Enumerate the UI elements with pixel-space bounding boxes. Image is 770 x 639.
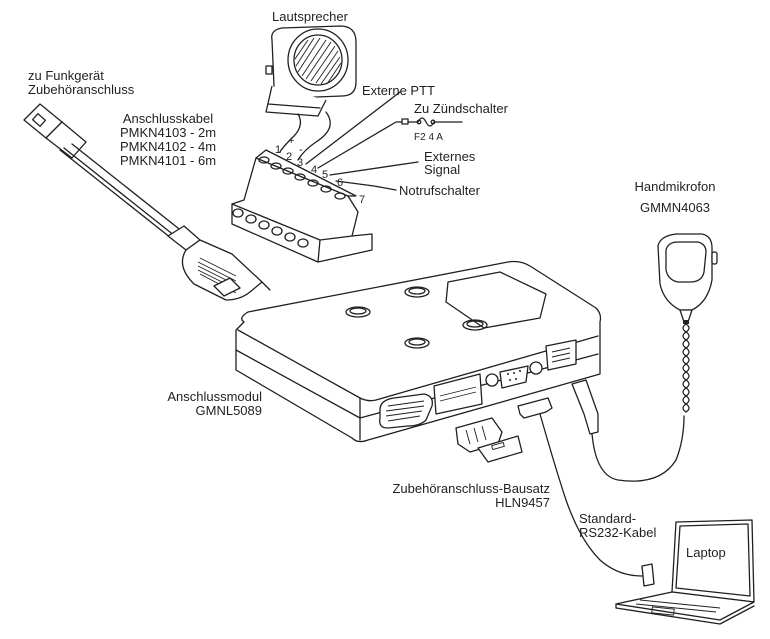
speaker-wire-minus: [297, 111, 331, 161]
accessory-kit-name-label: Zubehöranschluss-Bausatz: [392, 481, 550, 496]
microphone-part-label: GMMN4063: [639, 200, 711, 215]
laptop-illustration: [615, 519, 755, 625]
pin-minus-label: -: [299, 144, 303, 156]
external-ptt-label: Externe PTT: [362, 83, 435, 98]
microphone-name-label: Handmikrofon: [634, 179, 716, 194]
cable-variant-2m: PMKN4103 - 2m: [119, 125, 217, 140]
terminal-block-illustration: [231, 149, 373, 263]
mic-plug: [571, 379, 599, 435]
radio-target-label-line1: zu Funkgerät: [28, 68, 104, 83]
pin-3-label: 3: [297, 157, 304, 169]
rs232-plug: [517, 397, 553, 419]
radio-target-label-line2: Zubehöranschluss: [28, 82, 135, 97]
microphone-illustration: [657, 233, 718, 413]
rs232-label-line1: Standard-: [579, 511, 637, 526]
module-part-label: GMNL5089: [195, 403, 262, 418]
mic-cable: [591, 415, 685, 482]
accessory-kit-part-label: HLN9457: [495, 495, 550, 510]
rs232-label-line2: RS232-Kabel: [579, 525, 657, 540]
cable-variant-4m: PMKN4102 - 4m: [119, 139, 217, 154]
pin-7-label: 7: [359, 194, 366, 206]
terminal-leader-lines: [305, 91, 463, 191]
rs232-laptop-plug: [641, 563, 655, 587]
accessory-kit-illustration: [455, 417, 523, 463]
emergency-switch-label: Notrufschalter: [399, 183, 480, 198]
speaker-illustration: [265, 25, 357, 117]
pin-5-label: 5: [322, 169, 329, 181]
pin-4-label: 4: [311, 164, 318, 176]
pin-1-label: 1: [275, 144, 282, 156]
fuse-label: F2 4 A: [414, 132, 443, 143]
pin-plus-label: +: [288, 135, 295, 147]
speaker-wire-plus: [279, 113, 302, 153]
ignition-label: Zu Zündschalter: [414, 101, 508, 116]
rs232-cable: [539, 413, 643, 577]
cable-variant-6m: PMKN4101 - 6m: [119, 153, 217, 168]
module-name-label: Anschlussmodul: [167, 389, 262, 404]
laptop-label: Laptop: [686, 545, 726, 560]
speaker-label: Lautsprecher: [272, 9, 348, 24]
cable-title: Anschlusskabel: [122, 111, 214, 126]
module-illustration: [235, 260, 602, 443]
external-signal-label-line2: Signal: [424, 162, 461, 177]
pin-6-label: 6: [337, 177, 344, 189]
external-signal-label-line1: Externes: [424, 149, 476, 164]
radio-cable-illustration: [23, 103, 271, 301]
pin-2-label: 2: [286, 151, 293, 163]
